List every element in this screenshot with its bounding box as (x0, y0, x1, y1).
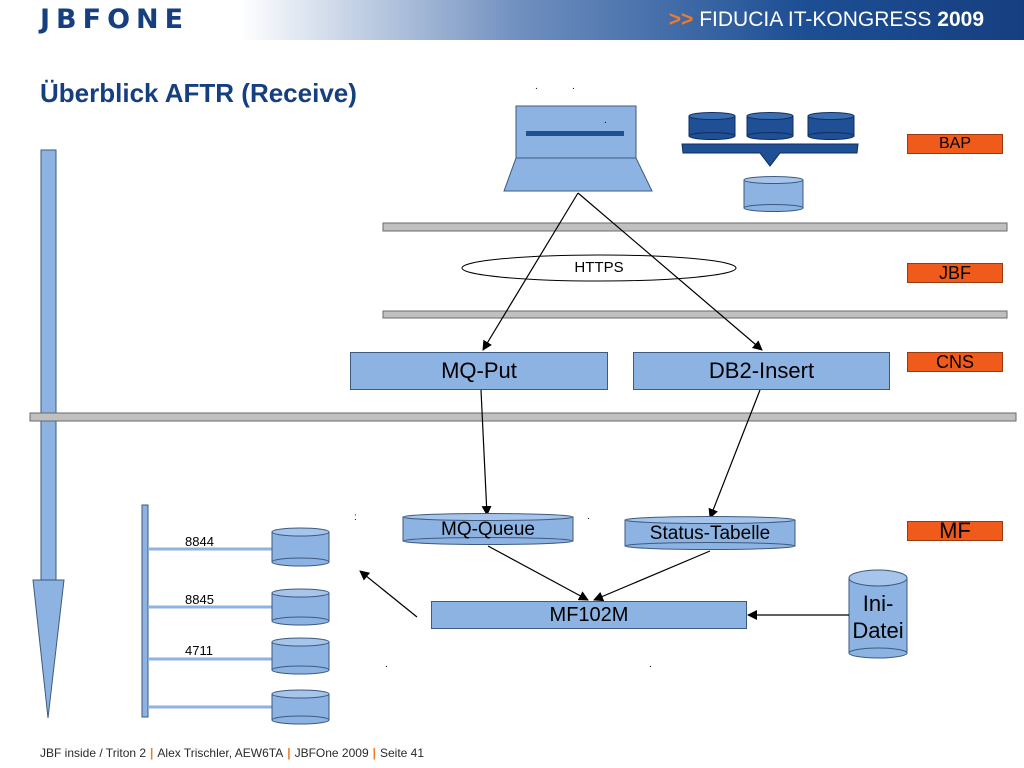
footer-part-2: Alex Trischler, AEW6TA (157, 746, 284, 760)
database-icon-top-2 (746, 112, 794, 140)
event-name: FIDUCIA IT-KONGRESS (699, 8, 932, 31)
ini-datei-line1: Ini- (862, 591, 894, 616)
db2-insert-box: DB2-Insert (633, 352, 890, 390)
layer-tag-cns: CNS (907, 352, 1003, 372)
port-cylinder-1 (271, 527, 330, 567)
chevron-icon: >> (668, 8, 694, 31)
port-label-8845: 8845 (185, 592, 214, 607)
event-year: 2009 (937, 8, 984, 31)
footer-separator: | (150, 746, 154, 760)
mq-put-box: MQ-Put (350, 352, 608, 390)
layer-separator-jbf-cns (382, 310, 1008, 319)
mf102m-box: MF102M (431, 601, 747, 629)
dot-marker: . (587, 511, 590, 522)
status-tabelle-cylinder (624, 516, 796, 550)
port-label-4711: 4711 (185, 643, 213, 658)
footer: JBF inside / Triton 2|Alex Trischler, AE… (40, 746, 424, 760)
database-icon-bottom (743, 176, 804, 212)
status-tabelle-label: Status-Tabelle (649, 523, 771, 544)
footer-separator: | (372, 746, 376, 760)
database-icon-top-3 (807, 112, 855, 140)
header-band: JBFONE >>FIDUCIA IT-KONGRESS 2009 (0, 0, 1024, 40)
jbfone-logo: JBFONE (40, 4, 190, 35)
layer-tag-mf: MF (907, 518, 1003, 543)
dot-marker: . (604, 115, 607, 126)
port-cylinder-2 (271, 588, 330, 626)
dot-marker: . (649, 659, 652, 670)
dot-marker: . (385, 659, 388, 670)
layer-separator-bap-jbf (382, 222, 1008, 232)
event-title: >>FIDUCIA IT-KONGRESS 2009 (669, 8, 984, 32)
ini-datei-line2: Datei (852, 618, 904, 643)
layer-tag-bap: BAP (907, 134, 1003, 154)
page-title: Überblick AFTR (Receive) (40, 78, 357, 108)
port-cylinder-4 (271, 689, 330, 725)
dot-marker: : (354, 512, 357, 523)
footer-part-4: Seite 41 (379, 746, 425, 760)
flow-down-arrow (32, 149, 65, 719)
https-ellipse (461, 254, 737, 282)
https-label: HTTPS (574, 259, 624, 276)
mq-put-label: MQ-Put (441, 358, 517, 383)
laptop-icon (503, 105, 653, 192)
database-icon-top-1 (688, 112, 736, 140)
mq-queue-cylinder (402, 513, 574, 545)
dot-marker: . (535, 81, 538, 92)
layer-separator-cns-mf (29, 412, 1017, 422)
db2-insert-label: DB2-Insert (708, 358, 815, 383)
port-label-8844: 8844 (185, 534, 214, 549)
layer-tag-mf-label: MF (939, 518, 971, 543)
layer-tag-cns-label: CNS (935, 351, 974, 372)
brace-icon (681, 143, 859, 167)
mq-queue-label: MQ-Queue (441, 519, 535, 540)
layer-tag-bap-label: BAP (938, 135, 971, 152)
ini-datei-cylinder (848, 569, 908, 659)
layer-tag-jbf: JBF (907, 263, 1003, 283)
port-cylinder-3 (271, 637, 330, 675)
footer-part-3: JBFOne 2009 (294, 746, 369, 760)
mf102m-label: MF102M (549, 603, 629, 626)
footer-separator: | (287, 746, 291, 760)
ini-datei-label: Ini- Datei (846, 590, 910, 644)
port-bus (141, 504, 149, 718)
dot-marker: . (572, 81, 575, 92)
layer-tag-jbf-label: JBF (938, 262, 971, 283)
footer-part-1: JBF inside / Triton 2 (40, 746, 147, 760)
